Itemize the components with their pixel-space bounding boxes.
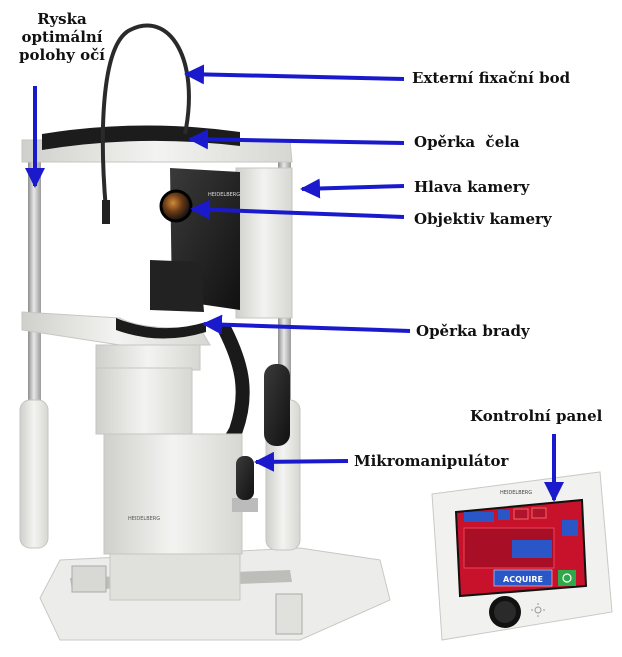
screen-key-2 <box>498 510 510 520</box>
label-eye-line-1: Ryska <box>6 10 118 28</box>
power-button <box>558 570 576 586</box>
label-forehead: Opěrka čela <box>414 133 520 151</box>
label-fixation: Externí fixační bod <box>412 69 570 87</box>
left-pole-sleeve <box>20 400 48 548</box>
arrow-fixation <box>186 74 404 79</box>
joystick-base <box>232 498 258 512</box>
label-eye-line-2: optimální <box>6 28 118 46</box>
screen-blue-field <box>512 540 552 558</box>
label-eye-line-3: polohy očí <box>6 46 118 64</box>
stage-brand: HEIDELBERG <box>128 516 160 522</box>
label-panel: Kontrolní panel <box>470 407 602 425</box>
acquire-label: ACQUIRE <box>503 575 543 584</box>
arrow-camera-head <box>302 186 404 189</box>
base-slider-left <box>72 566 106 592</box>
panel-knob-rim <box>494 601 516 623</box>
stage-neck <box>96 345 200 370</box>
panel-brand: HEIDELBERG <box>500 490 532 496</box>
stage-lower <box>110 554 240 600</box>
camera-brand: HEIDELBERG <box>208 192 240 198</box>
focus-handle <box>264 364 290 446</box>
fixation-tip <box>102 200 110 224</box>
label-eye-line: Ryska optimální polohy očí <box>6 10 118 64</box>
camera-mount <box>236 168 292 318</box>
camera-head-side <box>150 260 204 312</box>
arrow-micro <box>256 461 348 462</box>
camera-lens <box>161 191 191 221</box>
stage-upper-block <box>96 368 192 434</box>
base-slider-right <box>276 594 302 634</box>
joystick <box>236 456 254 500</box>
screen-key-3 <box>514 509 528 519</box>
label-lens: Objektiv kamery <box>414 210 552 228</box>
label-chin: Opěrka brady <box>416 322 530 340</box>
control-panel: HEIDELBERG ACQUIRE <box>432 472 612 640</box>
screen-key-4 <box>532 508 546 518</box>
screen-key-1 <box>464 512 494 522</box>
camera-cable <box>206 330 243 451</box>
stage-column <box>104 434 242 554</box>
arrow-chin <box>204 324 410 331</box>
label-micro: Mikromanipulátor <box>354 452 508 470</box>
screen-key-5 <box>562 520 578 536</box>
label-camera-head: Hlava kamery <box>414 178 529 196</box>
left-pole <box>28 150 41 410</box>
